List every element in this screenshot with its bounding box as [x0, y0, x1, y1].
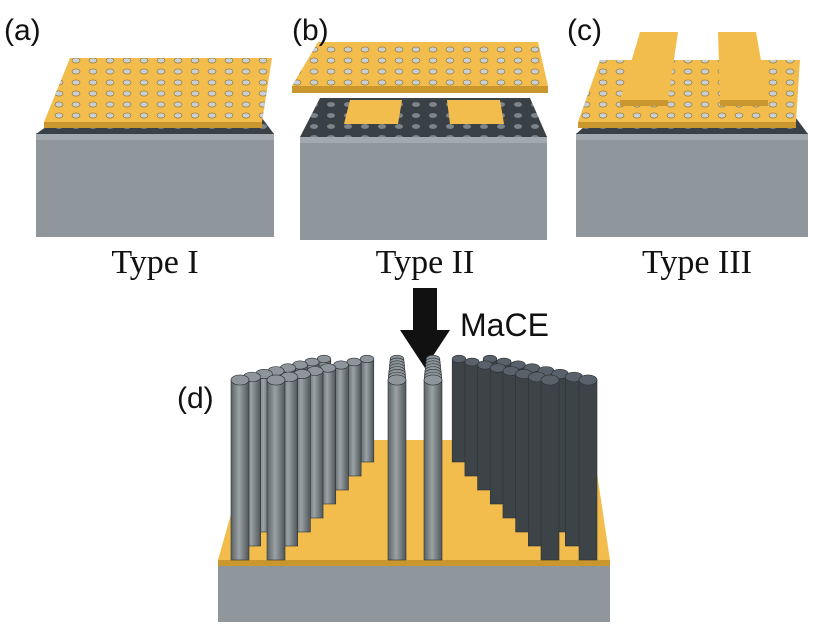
- nanowire-cap: [464, 357, 480, 367]
- gold-sheet-edge: [578, 122, 796, 128]
- process-arrow: MaCE: [400, 288, 549, 368]
- panel-d: (d): [177, 354, 610, 622]
- nanowire-cap: [578, 374, 598, 386]
- gold-island-right: [447, 100, 504, 124]
- panel-c: (c) Type III: [567, 14, 808, 281]
- substrate-front: [36, 140, 274, 237]
- nanowire: [423, 379, 443, 561]
- nanowire: [266, 379, 286, 561]
- substrate-front: [218, 560, 610, 622]
- panel-caption: Type II: [376, 244, 475, 281]
- panel-letter: (b): [292, 14, 329, 47]
- gold-bar-right: [718, 32, 768, 100]
- nanowire: [578, 379, 598, 561]
- nanowire-cap: [266, 374, 286, 386]
- gold-island-left: [344, 100, 402, 124]
- nanowire-cap: [387, 374, 407, 386]
- panel-letter: (d): [177, 382, 214, 415]
- gold-bar-left: [620, 32, 678, 100]
- nanowire-array: [230, 354, 598, 561]
- substrate-top: [576, 133, 808, 140]
- substrate-front: [576, 140, 808, 237]
- substrate-front: [300, 143, 547, 240]
- nanowire-cap: [359, 354, 375, 364]
- panel-a: (a) Type I: [4, 14, 274, 281]
- nanowire: [346, 361, 362, 477]
- panel-letter: (a): [4, 14, 41, 47]
- nanowire: [359, 358, 375, 463]
- nanowire: [230, 379, 250, 561]
- nanowire-cap: [346, 357, 362, 367]
- nanowire: [451, 358, 467, 463]
- nanowire-cap: [451, 354, 467, 364]
- nanowire: [464, 361, 480, 477]
- nanowire-cap: [423, 374, 443, 386]
- gold-sheet-edge: [292, 86, 548, 93]
- nanowire-cap: [230, 374, 250, 386]
- panel-b: (b) Type II: [292, 14, 548, 281]
- substrate-top: [36, 133, 274, 140]
- panel-caption: Type III: [642, 244, 752, 281]
- panel-letter: (c): [567, 14, 602, 47]
- panel-caption: Type I: [111, 244, 198, 281]
- nanowire: [540, 379, 560, 561]
- arrow-head: [400, 330, 450, 368]
- nanowire: [387, 379, 407, 561]
- gold-sheet-edge: [44, 122, 262, 128]
- arrow-label: MaCE: [460, 307, 549, 343]
- nanowire-cap: [540, 374, 560, 386]
- arrow-shaft: [413, 288, 437, 332]
- substrate-top: [300, 136, 547, 143]
